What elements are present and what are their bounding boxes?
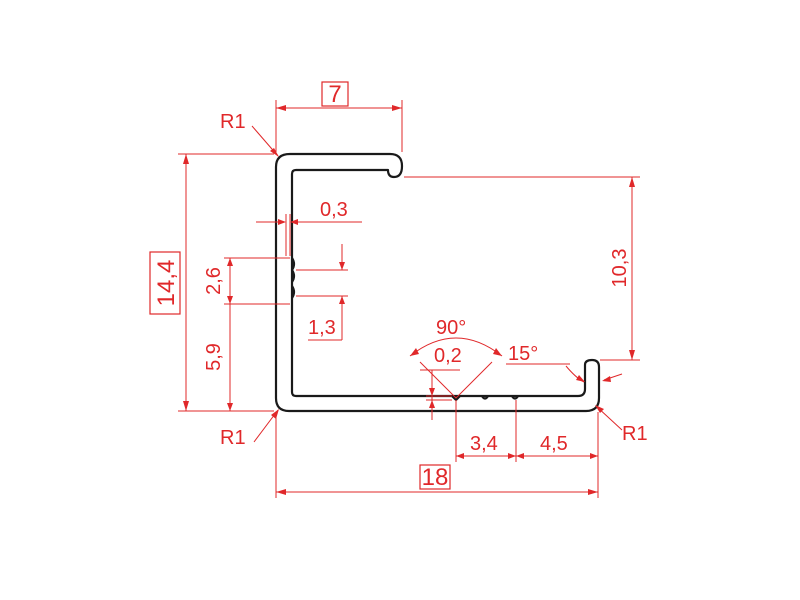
dim-base-segments: 3,4 4,5: [455, 400, 599, 498]
dim-groove-depth-label: 0,3: [320, 199, 348, 221]
dim-v-angle-label: 90°: [436, 317, 466, 339]
dim-total-width: 18: [275, 414, 598, 498]
wall-groove-upper: [290, 257, 296, 283]
dim-radius-bottom-right-label: R1: [622, 423, 648, 445]
dim-top-width: 7: [275, 81, 403, 152]
dim-lip-angle-label: 15°: [508, 343, 538, 365]
profile-outer-contour: [274, 152, 601, 413]
dim-radius-bottom-left-label: R1: [220, 427, 246, 449]
dim-right-height: 10,3: [404, 176, 640, 361]
dim-groove-offset-label: 1,3: [308, 317, 336, 339]
dim-v-depth: 0,2: [420, 345, 462, 420]
dim-radius-bottom-left: R1: [220, 409, 279, 449]
dim-total-height: 14,4: [149, 153, 274, 412]
dim-groove-offset: 1,3: [296, 244, 348, 341]
dim-right-height-label: 10,3: [609, 249, 631, 288]
dim-top-width-label: 7: [328, 81, 341, 108]
dim-lower-height-label: 5,9: [203, 343, 225, 371]
dim-radius-top-left-label: R1: [220, 111, 246, 133]
profile-outline: [274, 152, 601, 413]
dim-lower-height: 5,9: [203, 304, 233, 411]
dim-v-depth-label: 0,2: [434, 345, 462, 367]
dim-groove-depth: 0,3: [256, 199, 362, 256]
dim-total-width-label: 18: [422, 464, 449, 491]
dim-segment-b-label: 4,5: [540, 433, 568, 455]
dim-v-angle: 90°: [409, 317, 503, 399]
base-notch-right: [511, 395, 519, 400]
dim-lip-angle: 15°: [506, 343, 623, 383]
dim-total-height-label: 14,4: [153, 260, 180, 307]
wall-groove-lower: [291, 285, 296, 299]
base-notch-middle: [481, 395, 489, 400]
dim-groove-spacing-label: 2,6: [203, 267, 225, 295]
dim-radius-top-left: R1: [220, 111, 279, 157]
dim-segment-a-label: 3,4: [470, 433, 498, 455]
dim-radius-bottom-right: R1: [595, 405, 648, 445]
dim-groove-spacing: 2,6: [203, 257, 290, 305]
